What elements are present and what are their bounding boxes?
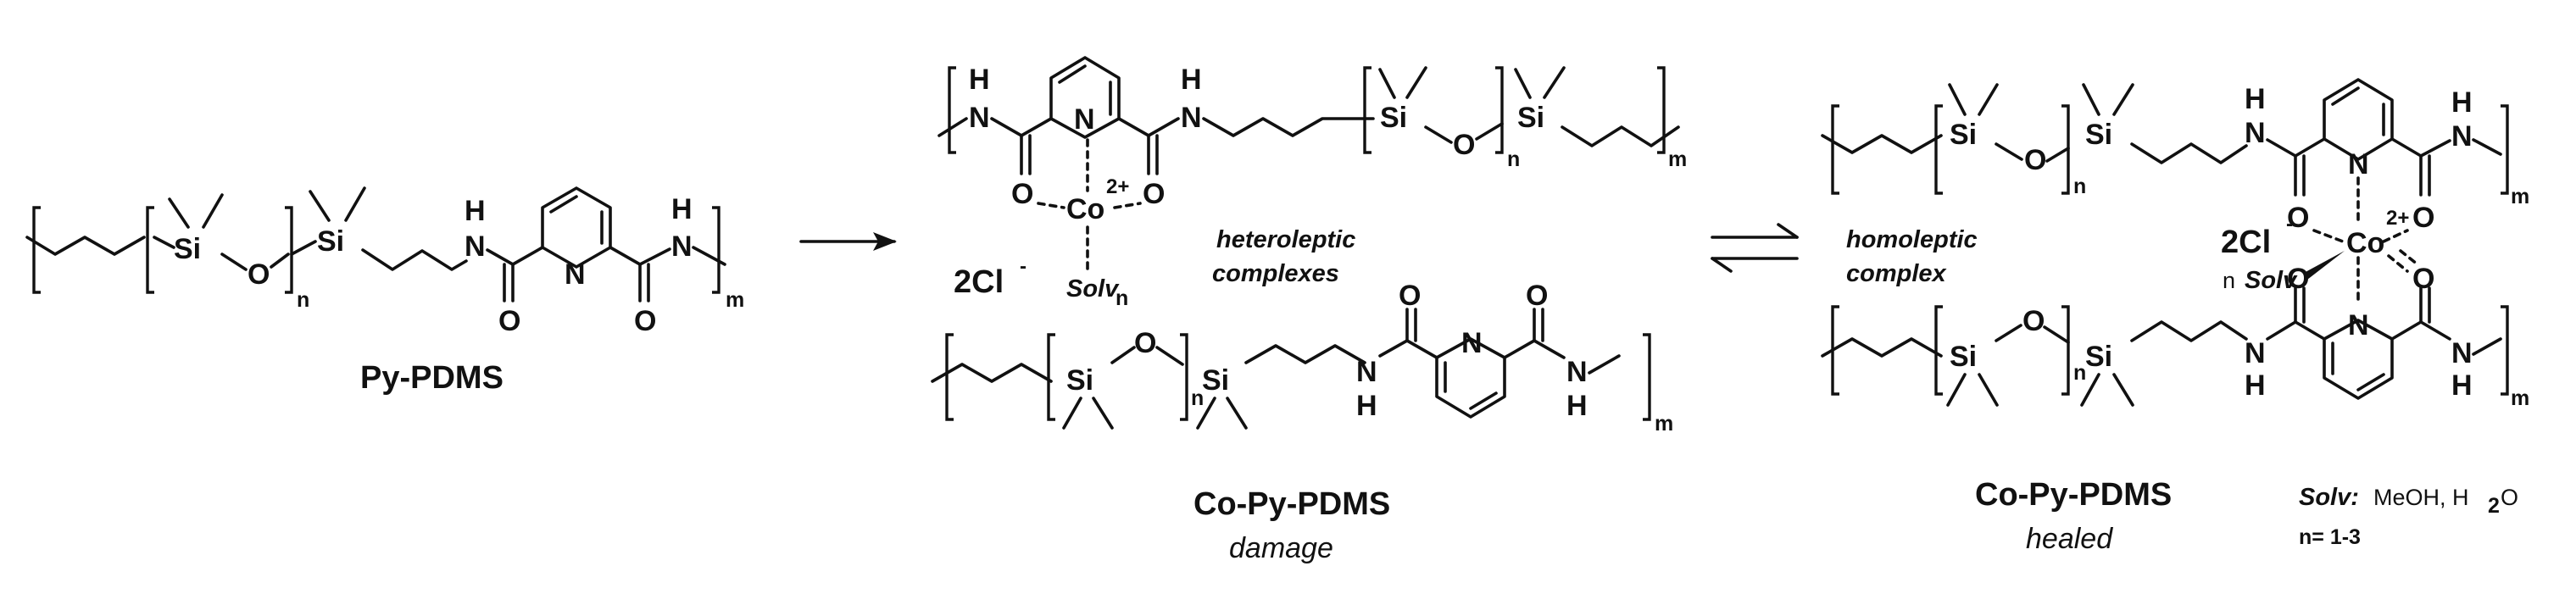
si-atom: Si [1380, 102, 1407, 134]
o-atom: O [2287, 263, 2309, 295]
solvent-legend: Solv: MeOH, H 2 O n= 1-3 [2299, 484, 2518, 549]
healed-state-label: healed [2026, 523, 2113, 555]
n-atom: N [2451, 337, 2473, 369]
n-atom: N [1356, 356, 1377, 388]
n-atom: N [2451, 120, 2473, 153]
subscript-n: n [1507, 147, 1520, 171]
annotation-line-1: homoleptic [1846, 226, 1978, 253]
n-atom: N [2245, 117, 2266, 149]
co-atom: Co [2346, 227, 2384, 259]
counterion: 2Cl [954, 264, 1004, 300]
subscript-m: m [726, 288, 744, 312]
h-atom: H [2451, 369, 2473, 402]
h-atom: H [2245, 369, 2266, 402]
si-atom: Si [1066, 364, 1093, 397]
h-atom: H [2451, 86, 2473, 119]
n-atom: N [1566, 356, 1588, 388]
si-atom: Si [1950, 119, 1977, 151]
co-py-pdms-damage-structure: N H O N O N H Si O n Si m Co 2+ [931, 56, 1687, 436]
subscript-m: m [1668, 147, 1687, 171]
subscript-m: m [2511, 185, 2529, 208]
o-atom: O [634, 305, 656, 337]
solv-label: Solv [2245, 267, 2298, 294]
h-atom: H [1181, 64, 1202, 96]
si-atom: Si [1202, 364, 1229, 397]
h-atom: H [1566, 390, 1588, 422]
n-atom: N [1181, 102, 1202, 134]
equilibrium-arrows [1711, 223, 1799, 273]
n-atom: N [465, 230, 486, 263]
n-atom: N [2245, 337, 2266, 369]
subscript-n: n [2073, 361, 2086, 385]
damage-state-label: damage [1229, 532, 1333, 564]
si-atom: Si [174, 233, 201, 265]
o-atom: O [1134, 327, 1156, 359]
subscript-n: n [1191, 386, 1204, 410]
o-atom: O [1526, 280, 1548, 312]
o-atom: O [248, 258, 270, 291]
subscript-m: m [1655, 412, 1673, 436]
o-atom: O [2022, 305, 2045, 337]
counterion-charge: - [2286, 213, 2293, 236]
o-atom: O [1143, 178, 1165, 210]
annotation-line-2: complexes [1212, 260, 1339, 287]
co-py-pdms-healed-structure: Si O n Si N H O N O N H m Co 2+ [1821, 78, 2529, 410]
annotation-line-1: heteroleptic [1216, 226, 1355, 253]
damage-name-label: Co-Py-PDMS [1193, 486, 1390, 522]
h-atom: H [1356, 390, 1377, 422]
legend-solv-label: Solv: [2299, 484, 2359, 511]
o-atom: O [2412, 263, 2434, 295]
co-charge: 2+ [1106, 175, 1129, 198]
o-atom: O [2412, 202, 2434, 234]
reaction-arrow [799, 232, 897, 251]
o-atom: O [1399, 280, 1421, 312]
si-atom: Si [1517, 102, 1544, 134]
annotation-line-2: complex [1846, 260, 1948, 287]
co-charge: 2+ [2386, 207, 2409, 230]
subscript-m: m [2511, 386, 2529, 410]
si-atom: Si [317, 225, 344, 258]
py-pdms-structure: Si O n Si N H O N O N H m [25, 186, 744, 337]
si-atom: Si [1950, 341, 1977, 373]
n-atom: N [1074, 103, 1095, 136]
o-atom: O [498, 305, 520, 337]
counterion: 2Cl [2221, 225, 2271, 260]
legend-solv-value: MeOH, H [2373, 485, 2469, 510]
o-atom: O [1011, 178, 1033, 210]
legend-n-range: n= 1-3 [2299, 525, 2361, 549]
subscript-n: n [297, 288, 309, 312]
n-atom: N [2348, 148, 2369, 180]
solv-prefix: n [2223, 268, 2235, 293]
h-atom: H [2245, 83, 2266, 115]
si-atom: Si [2085, 119, 2112, 151]
n-atom: N [671, 230, 693, 263]
h-atom: H [671, 193, 693, 225]
counterion-charge: - [1020, 255, 1027, 278]
o-atom: O [2024, 144, 2046, 176]
si-atom: Si [2085, 341, 2112, 373]
legend-solv-sub: 2 [2488, 494, 2500, 518]
healed-name-label: Co-Py-PDMS [1975, 477, 2172, 513]
n-atom: N [2348, 309, 2369, 341]
h-atom: H [465, 195, 486, 227]
subscript-n: n [2073, 175, 2086, 198]
n-atom: N [565, 258, 586, 291]
legend-solv-post: O [2501, 485, 2518, 510]
solv-label: Solv [1066, 275, 1120, 302]
h-atom: H [969, 64, 990, 96]
solv-sub: n [1116, 286, 1128, 310]
n-atom: N [1461, 327, 1483, 359]
o-atom: O [2287, 202, 2309, 234]
o-atom: O [1453, 129, 1475, 161]
n-atom: N [969, 102, 990, 134]
co-atom: Co [1066, 193, 1104, 225]
py-pdms-label: Py-PDMS [360, 360, 504, 396]
